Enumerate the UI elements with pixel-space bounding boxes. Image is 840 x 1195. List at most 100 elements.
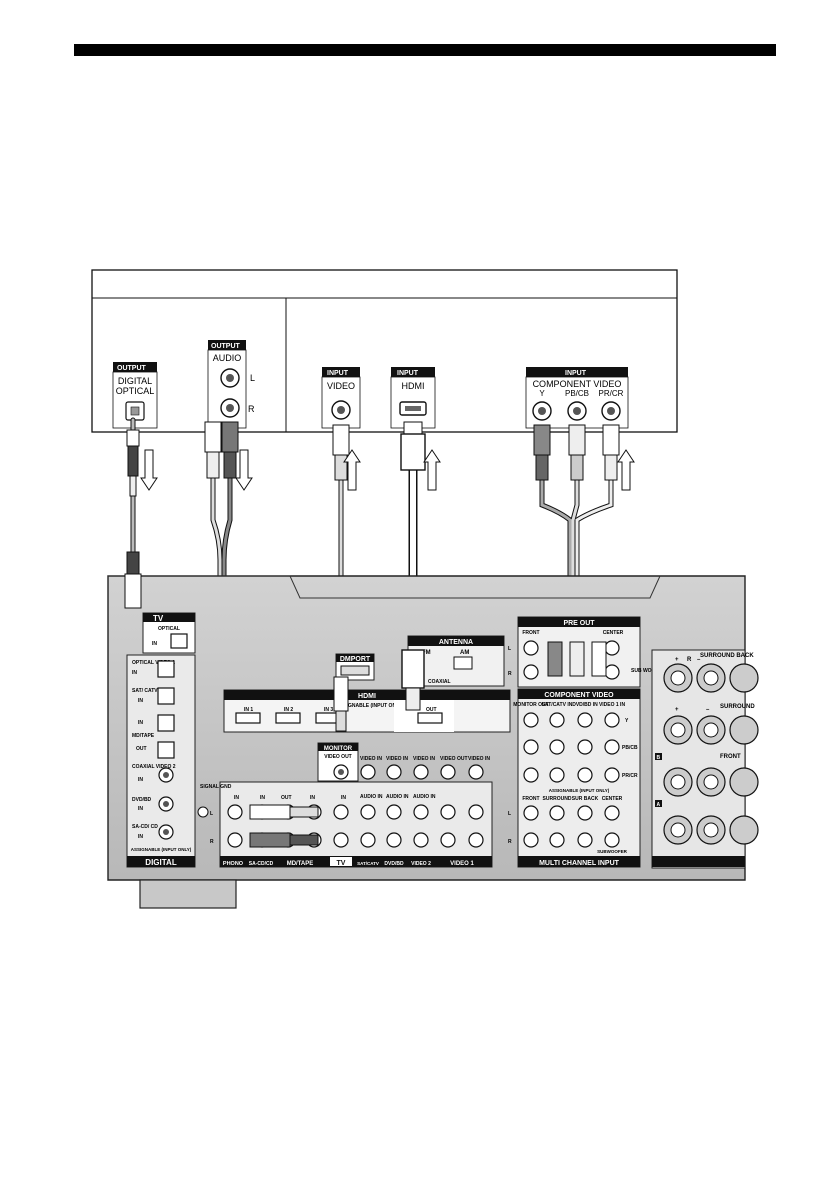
svg-text:OUT: OUT bbox=[136, 746, 147, 752]
svg-text:R: R bbox=[248, 404, 255, 414]
svg-text:L: L bbox=[508, 646, 511, 652]
svg-text:IN: IN bbox=[132, 670, 137, 676]
tv-hdmi-input: INPUT HDMI bbox=[390, 367, 436, 429]
arrow-down-icon bbox=[235, 449, 253, 491]
svg-text:VIDEO: VIDEO bbox=[327, 381, 355, 391]
svg-text:FM: FM bbox=[422, 650, 431, 656]
svg-text:DVD/BD: DVD/BD bbox=[384, 861, 404, 867]
svg-text:R: R bbox=[210, 839, 214, 845]
bottom-label-bar: PHONO SA-CD/CD MD/TAPE TV SAT/CATV DVD/B… bbox=[220, 856, 492, 867]
receiver-rear-panel: TV OPTICAL IN OPTICAL VIDEO 1 IN SAT/ CA… bbox=[107, 575, 759, 909]
svg-text:IN: IN bbox=[138, 720, 143, 726]
svg-text:SURROUND: SURROUND bbox=[543, 796, 572, 802]
svg-text:SAT/CATV: SAT/CATV bbox=[357, 861, 379, 866]
svg-text:SA-CD/ CD: SA-CD/ CD bbox=[132, 824, 158, 830]
svg-text:OUTPUT: OUTPUT bbox=[117, 365, 147, 372]
svg-text:VIDEO 1: VIDEO 1 bbox=[450, 861, 474, 867]
svg-text:IN: IN bbox=[152, 641, 157, 647]
svg-text:AUDIO: AUDIO bbox=[213, 353, 242, 363]
svg-text:SAT/CATV IN: SAT/CATV IN bbox=[542, 702, 573, 708]
svg-text:TV: TV bbox=[153, 614, 164, 623]
svg-text:VIDEO OUT: VIDEO OUT bbox=[440, 756, 468, 762]
audio-jacks-row-l bbox=[227, 804, 484, 820]
svg-text:COAXIAL VIDEO 2: COAXIAL VIDEO 2 bbox=[132, 764, 176, 770]
optical-port-icon bbox=[157, 660, 175, 678]
hdmi-port-icon bbox=[417, 712, 443, 724]
svg-text:R: R bbox=[687, 657, 692, 663]
svg-text:VIDEO IN: VIDEO IN bbox=[413, 756, 435, 762]
svg-text:OPTICAL: OPTICAL bbox=[158, 626, 180, 632]
svg-text:SURROUND BACK: SURROUND BACK bbox=[700, 653, 754, 659]
svg-text:DVD/BD: DVD/BD bbox=[132, 797, 152, 803]
speaker-terminals: SURROUND BACK + – R SURROUND + – FRONT B… bbox=[651, 649, 759, 869]
svg-text:OUTPUT: OUTPUT bbox=[211, 343, 241, 350]
am-terminal-icon bbox=[453, 656, 473, 670]
video-jacks-row bbox=[360, 764, 484, 780]
hdmi-section: HDMI IN 1 IN 2 IN 3 ASSIGNABLE (INPUT ON… bbox=[223, 689, 511, 733]
svg-text:SUR BACK: SUR BACK bbox=[572, 796, 599, 802]
svg-text:DIGITAL: DIGITAL bbox=[145, 858, 177, 867]
tv-component-input: INPUT COMPONENT VIDEO Y PB/CB PR/CR bbox=[525, 367, 629, 429]
dmport: DMPORT bbox=[335, 653, 375, 681]
svg-text:L: L bbox=[210, 811, 213, 817]
svg-text:R: R bbox=[508, 839, 512, 845]
signal-flow-arrows bbox=[140, 449, 635, 491]
svg-text:AUDIO IN: AUDIO IN bbox=[413, 794, 436, 800]
svg-text:INPUT: INPUT bbox=[327, 370, 349, 377]
svg-text:ASSIGNABLE (INPUT ONLY): ASSIGNABLE (INPUT ONLY) bbox=[131, 847, 192, 852]
svg-text:COMPONENT VIDEO: COMPONENT VIDEO bbox=[533, 379, 622, 389]
tv-panel: OUTPUT DIGITAL OPTICAL OUTPUT AUDIO L R … bbox=[91, 269, 678, 433]
svg-text:AM: AM bbox=[460, 650, 469, 656]
svg-text:PR/CR: PR/CR bbox=[622, 773, 638, 779]
optical-port-icon bbox=[170, 633, 188, 649]
svg-text:IN: IN bbox=[138, 777, 143, 783]
svg-text:HDMI: HDMI bbox=[402, 381, 425, 391]
cable-plugs-top bbox=[126, 421, 620, 497]
svg-text:OPTICAL: OPTICAL bbox=[116, 386, 155, 396]
svg-text:IN: IN bbox=[310, 795, 315, 801]
svg-text:VIDEO IN: VIDEO IN bbox=[468, 756, 490, 762]
svg-text:MD/TAPE: MD/TAPE bbox=[287, 861, 314, 867]
svg-text:AUDIO IN: AUDIO IN bbox=[360, 794, 383, 800]
digital-inputs: OPTICAL VIDEO 1 IN SAT/ CATV IN IN MD/TA… bbox=[126, 654, 196, 868]
svg-text:TV: TV bbox=[337, 860, 346, 867]
svg-text:PB/CB: PB/CB bbox=[565, 389, 589, 398]
svg-text:VIDEO OUT: VIDEO OUT bbox=[324, 754, 352, 760]
analog-audio-inputs: SIGNAL GND L R MONITOR VIDEO OUT IN IN O… bbox=[197, 742, 493, 868]
svg-text:DMPORT: DMPORT bbox=[340, 656, 371, 663]
svg-text:VIDEO 2: VIDEO 2 bbox=[411, 861, 431, 867]
svg-text:+: + bbox=[675, 657, 679, 663]
tv-digital-optical-output: OUTPUT DIGITAL OPTICAL bbox=[112, 362, 158, 429]
arrow-up-icon bbox=[423, 449, 441, 491]
svg-text:PRE OUT: PRE OUT bbox=[563, 620, 595, 627]
svg-text:IN: IN bbox=[138, 834, 143, 840]
tv-video-input: INPUT VIDEO bbox=[321, 367, 361, 429]
svg-text:B: B bbox=[657, 755, 661, 761]
svg-text:VIDEO IN: VIDEO IN bbox=[360, 756, 382, 762]
svg-text:AUDIO IN: AUDIO IN bbox=[386, 794, 409, 800]
svg-text:MD/TAPE: MD/TAPE bbox=[132, 733, 155, 739]
component-video-section: COMPONENT VIDEO MONITOR OUT SAT/CATV IN … bbox=[508, 688, 641, 868]
component-jacks bbox=[523, 712, 620, 783]
svg-text:MULTI CHANNEL INPUT: MULTI CHANNEL INPUT bbox=[539, 860, 620, 867]
svg-text:DVD/BD IN: DVD/BD IN bbox=[572, 702, 598, 708]
svg-text:ANTENNA: ANTENNA bbox=[439, 639, 473, 646]
svg-text:DIGITAL: DIGITAL bbox=[118, 376, 152, 386]
svg-text:MONITOR: MONITOR bbox=[324, 746, 353, 752]
svg-text:CENTER: CENTER bbox=[603, 630, 624, 636]
svg-text:L: L bbox=[508, 811, 511, 817]
optical-port-icon bbox=[157, 687, 175, 705]
svg-text:SUBWOOFER: SUBWOOFER bbox=[597, 849, 627, 854]
svg-text:IN: IN bbox=[234, 795, 239, 801]
svg-text:OUT: OUT bbox=[281, 795, 292, 801]
tv-optical-input: TV OPTICAL IN bbox=[142, 612, 196, 654]
arrow-down-icon bbox=[140, 449, 158, 491]
svg-text:IN 1: IN 1 bbox=[244, 707, 253, 713]
svg-text:SAT/ CATV: SAT/ CATV bbox=[132, 688, 158, 694]
svg-text:OUT: OUT bbox=[426, 707, 437, 713]
hdmi-port-icon bbox=[275, 712, 301, 724]
svg-text:IN: IN bbox=[138, 806, 143, 812]
cable-plugs-bottom bbox=[124, 551, 607, 848]
